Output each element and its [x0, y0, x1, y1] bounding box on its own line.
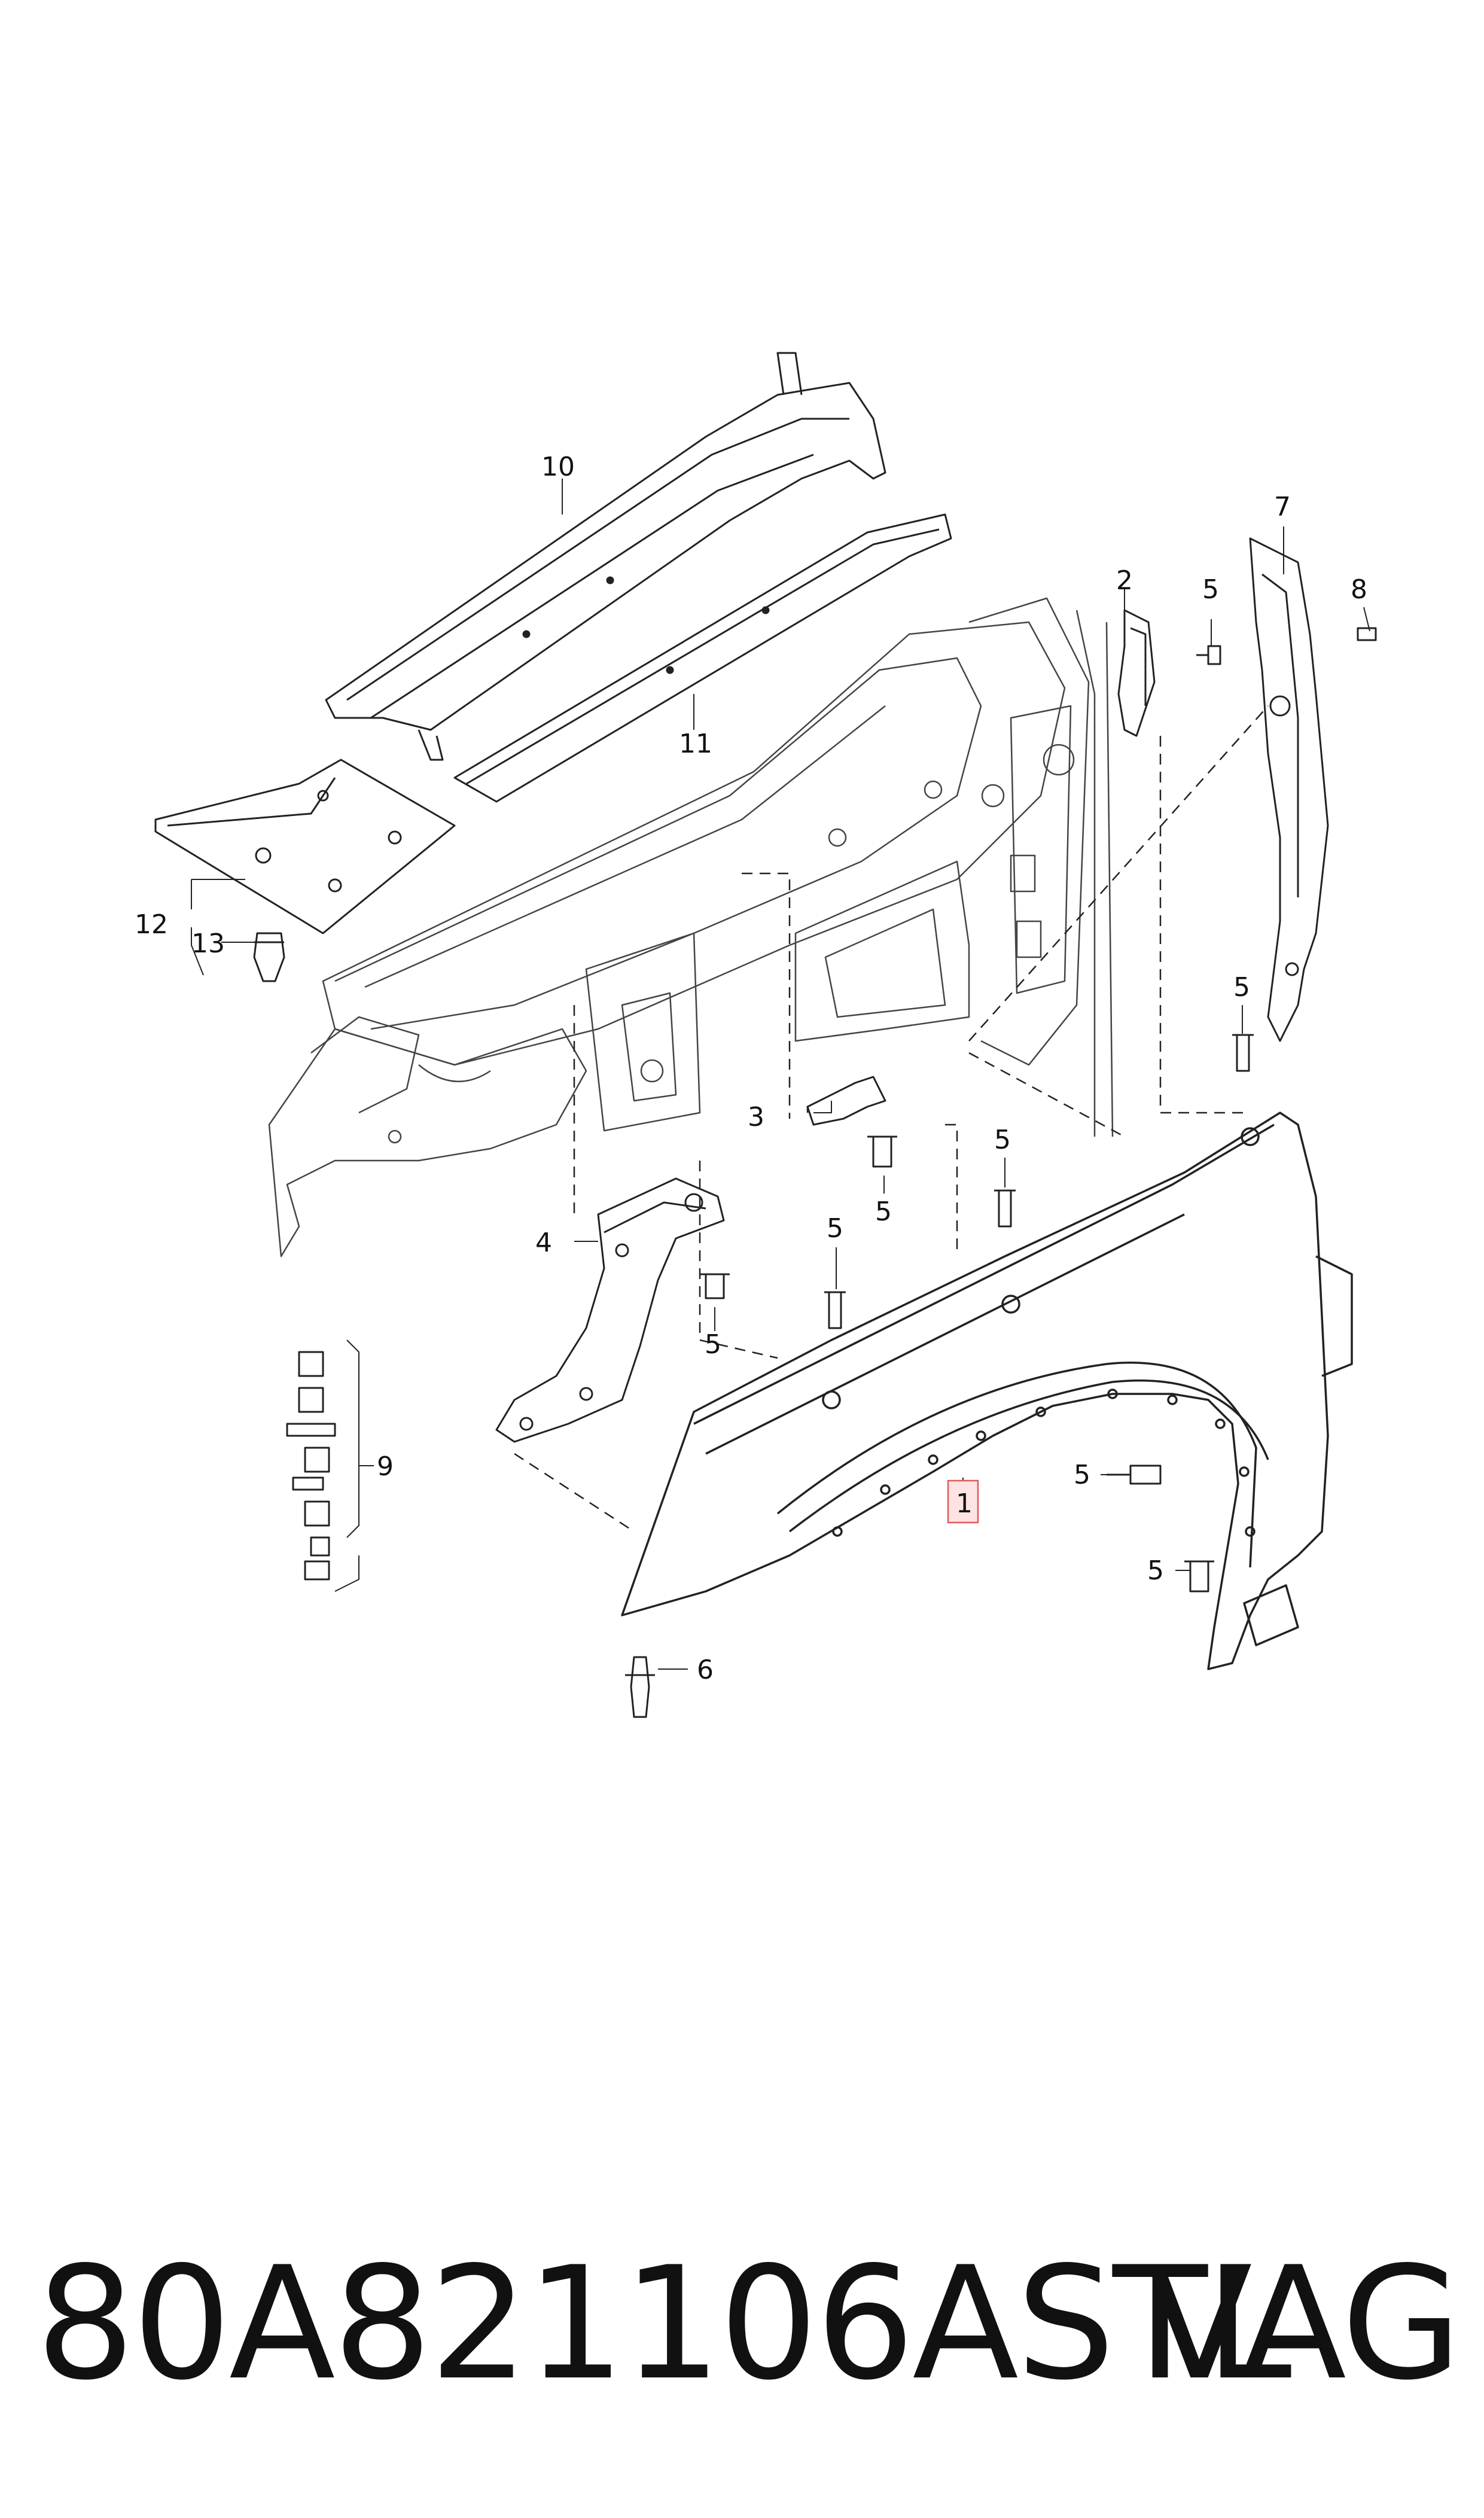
parts-diagram: 1 2 3 4 5 5 5 5 5 5 5 5 6 7 8 9 10 11 12… — [135, 352, 1377, 1718]
callout-8: 8 — [1351, 574, 1367, 605]
callout-12: 12 — [135, 909, 168, 940]
callout-5c: 5 — [994, 1125, 1011, 1155]
footer-caption: 80A821106ASTL VAG — [36, 2225, 1462, 2423]
part-1-front-fender — [621, 1112, 1353, 1670]
stud-part-6 — [625, 1656, 655, 1718]
callout-2: 2 — [1116, 565, 1133, 596]
callout-7: 7 — [1274, 492, 1291, 522]
screws-part-5 — [700, 627, 1377, 1593]
part-13-clip — [253, 932, 285, 982]
callout-1-highlight — [947, 1479, 979, 1524]
callout-6: 6 — [697, 1655, 714, 1685]
part-number: 80A821106ASTL — [36, 2234, 1292, 2415]
callout-5f: 5 — [705, 1329, 721, 1360]
hardware-kit-part-9 — [286, 1351, 336, 1581]
assembly-lines — [514, 705, 1269, 1533]
callout-5h: 5 — [1147, 1555, 1164, 1586]
part-10-plenum-panel — [325, 352, 886, 761]
part-4-support-bracket — [495, 1177, 725, 1443]
callout-5d: 5 — [875, 1196, 892, 1227]
part-3-bracket — [806, 1076, 886, 1126]
callout-9: 9 — [377, 1451, 394, 1482]
body-structure — [268, 597, 1114, 1258]
callout-1: 1 — [956, 1488, 973, 1519]
leader-lines — [191, 479, 1370, 1670]
callout-11: 11 — [679, 729, 712, 759]
callout-5a: 5 — [1202, 574, 1219, 605]
part-11-seal-strip — [453, 513, 952, 803]
part-2-bracket — [1117, 609, 1156, 737]
callout-10: 10 — [541, 452, 575, 482]
callout-13: 13 — [191, 928, 225, 959]
callout-5e: 5 — [827, 1213, 843, 1244]
brand-label: VAG — [1146, 2234, 1462, 2415]
part-12-cover-plate — [154, 759, 456, 934]
callout-labels: 1 2 3 4 5 5 5 5 5 5 5 5 6 7 8 9 10 11 12… — [135, 452, 1367, 1685]
part-7-side-seal — [1249, 537, 1329, 1042]
callout-4: 4 — [535, 1228, 552, 1258]
callout-5b: 5 — [1233, 972, 1250, 1003]
callout-3: 3 — [748, 1102, 764, 1132]
callout-5g: 5 — [1074, 1460, 1090, 1490]
